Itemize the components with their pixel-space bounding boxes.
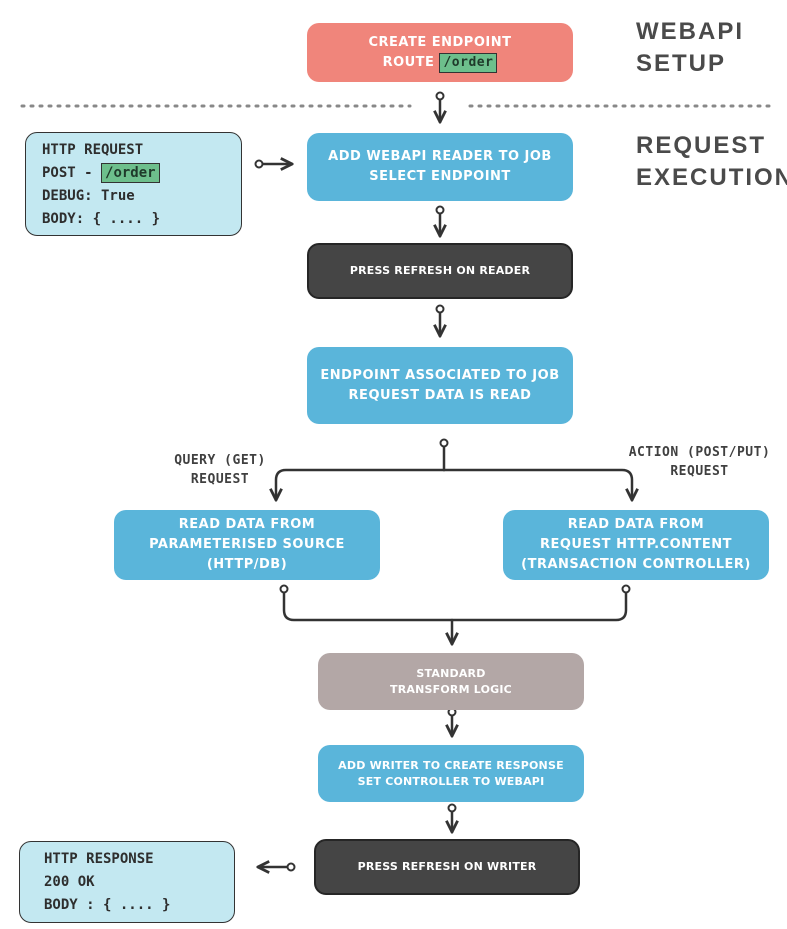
node-line: ROUTE /order <box>382 52 498 73</box>
node-line: PRESS REFRESH ON WRITER <box>357 860 537 873</box>
note-line: HTTP REQUEST <box>42 142 144 158</box>
node-line: ADD WEBAPI READER TO JOB <box>328 149 552 164</box>
node-press-refresh-writer[interactable]: PRESS REFRESH ON WRITER <box>314 839 580 895</box>
connector-dot <box>286 862 296 872</box>
node-endpoint-associated[interactable]: ENDPOINT ASSOCIATED TO JOB REQUEST DATA … <box>307 347 573 424</box>
http-response-note: HTTP RESPONSE 200 OK BODY : { .... } <box>19 841 235 923</box>
node-line: (TRANSACTION CONTROLLER) <box>521 557 751 572</box>
node-create-endpoint[interactable]: CREATE ENDPOINT ROUTE /order <box>307 23 573 82</box>
edge-label-line: QUERY (GET) <box>174 453 266 468</box>
heading-webapi-setup: WEBAPI SETUP <box>636 16 744 80</box>
node-line: READ DATA FROM <box>178 517 316 532</box>
connector-dot <box>435 91 445 101</box>
connector-dot <box>621 584 631 594</box>
heading-line: SETUP <box>636 50 727 77</box>
node-line: REQUEST DATA IS READ <box>348 387 532 403</box>
node-line: REQUEST HTTP.CONTENT <box>539 537 733 552</box>
node-add-webapi-reader[interactable]: ADD WEBAPI READER TO JOB SELECT ENDPOINT <box>307 133 573 201</box>
node-line: STANDARD <box>416 666 486 680</box>
node-line: PRESS REFRESH ON READER <box>349 264 531 277</box>
branch-right-arrow <box>442 468 632 500</box>
node-line: PARAMETERISED SOURCE <box>149 537 345 552</box>
connector-dot <box>439 438 449 448</box>
request-method: POST - <box>42 165 93 181</box>
merge-left <box>282 588 628 622</box>
note-line: BODY : { .... } <box>44 897 171 913</box>
heading-line: WEBAPI <box>636 18 744 45</box>
node-line: (HTTP/DB) <box>206 557 288 572</box>
node-line: SET CONTROLLER TO WEBAPI <box>357 774 545 788</box>
edge-label-line: REQUEST <box>670 464 729 479</box>
http-request-note: HTTP REQUEST POST - /order DEBUG: True B… <box>25 132 242 236</box>
heading-line: EXECUTION <box>636 164 787 191</box>
heading-line: REQUEST <box>636 132 767 159</box>
edge-label-query: QUERY (GET) REQUEST <box>150 451 290 489</box>
branch-left-arrow <box>276 468 446 500</box>
connector-dot <box>435 304 445 314</box>
route-highlight: /order <box>101 163 160 183</box>
note-line: 200 OK <box>44 874 95 890</box>
node-read-parameterised-source[interactable]: READ DATA FROM PARAMETERISED SOURCE (HTT… <box>114 510 380 580</box>
edge-label-line: ACTION (POST/PUT) <box>628 445 771 460</box>
connector-dot <box>254 159 264 169</box>
edge-label-line: REQUEST <box>190 472 250 487</box>
note-line: DEBUG: True <box>42 188 135 204</box>
heading-request-execution: REQUEST EXECUTION <box>636 130 787 194</box>
node-line: READ DATA FROM <box>567 517 705 532</box>
node-read-http-content[interactable]: READ DATA FROM REQUEST HTTP.CONTENT (TRA… <box>503 510 769 580</box>
connector-dot <box>435 205 445 215</box>
node-line: ENDPOINT ASSOCIATED TO JOB <box>320 367 560 383</box>
connector-dot <box>447 803 457 813</box>
node-add-writer[interactable]: ADD WRITER TO CREATE RESPONSE SET CONTRO… <box>318 745 584 802</box>
node-standard-transform[interactable]: STANDARD TRANSFORM LOGIC <box>318 653 584 710</box>
note-line: BODY: { .... } <box>42 211 161 227</box>
node-line: CREATE ENDPOINT <box>368 34 512 50</box>
note-line: HTTP RESPONSE <box>44 851 154 867</box>
route-prefix: ROUTE <box>382 54 435 70</box>
node-line: SELECT ENDPOINT <box>369 169 511 184</box>
note-line: POST - /order <box>42 162 225 185</box>
node-press-refresh-reader[interactable]: PRESS REFRESH ON READER <box>307 243 573 299</box>
connector-dot <box>279 584 289 594</box>
edge-label-action: ACTION (POST/PUT) REQUEST <box>612 443 787 481</box>
node-line: ADD WRITER TO CREATE RESPONSE <box>338 758 564 772</box>
node-line: TRANSFORM LOGIC <box>390 682 512 696</box>
route-highlight: /order <box>439 52 498 73</box>
